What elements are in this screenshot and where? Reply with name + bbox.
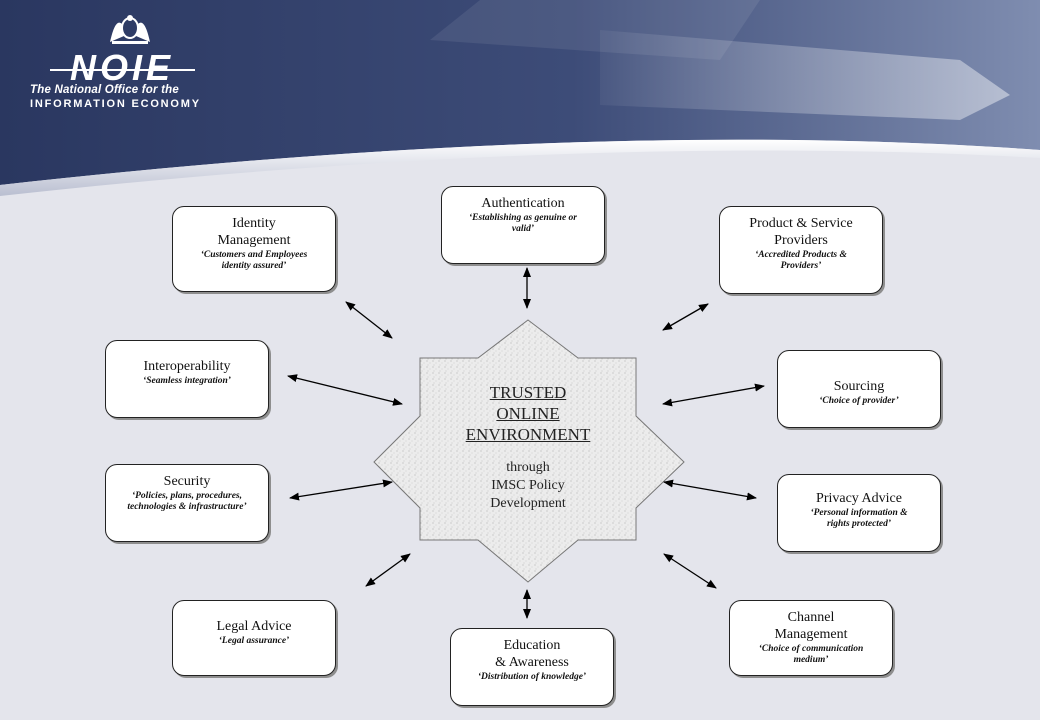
node-title: Product & Service Providers bbox=[749, 216, 853, 248]
connector-interoperability bbox=[287, 374, 403, 406]
center-title: TRUSTED ONLINE ENVIRONMENT bbox=[465, 383, 591, 444]
logo-rule bbox=[50, 69, 195, 71]
node-title: Security bbox=[163, 474, 211, 489]
node-description: ‘Seamless integration’ bbox=[143, 376, 231, 386]
node-title: Sourcing bbox=[833, 379, 885, 394]
center-label: TRUSTED ONLINE ENVIRONMENT through IMSC … bbox=[430, 382, 626, 513]
node-identity-management: Identity Management ‘Customers and Emplo… bbox=[172, 206, 336, 292]
node-description: ‘Policies, plans, procedures, technologi… bbox=[127, 491, 247, 512]
connector-sourcing bbox=[662, 383, 765, 407]
node-title: Authentication bbox=[481, 196, 565, 211]
node-title: Education & Awareness bbox=[495, 638, 569, 670]
node-title: Privacy Advice bbox=[816, 491, 902, 506]
node-description: ‘Customers and Employees identity assure… bbox=[200, 250, 308, 271]
agency-name-line1: The National Office for the bbox=[30, 84, 179, 96]
node-title: Legal Advice bbox=[216, 619, 292, 634]
connector-legal bbox=[365, 553, 411, 587]
coat-of-arms-icon bbox=[104, 14, 156, 46]
connector-identity bbox=[345, 301, 393, 339]
node-education-awareness: Education & Awareness ‘Distribution of k… bbox=[450, 628, 614, 706]
connector-product bbox=[662, 303, 709, 331]
node-channel-management: Channel Management ‘Choice of communicat… bbox=[729, 600, 893, 676]
node-authentication: Authentication ‘Establishing as genuine … bbox=[441, 186, 605, 264]
node-title: Channel Management bbox=[774, 610, 848, 642]
node-description: ‘Choice of communication medium’ bbox=[758, 644, 864, 665]
connector-privacy bbox=[663, 479, 757, 501]
node-interoperability: Interoperability ‘Seamless integration’ bbox=[105, 340, 269, 418]
node-privacy-advice: Privacy Advice ‘Personal information & r… bbox=[777, 474, 941, 552]
header-banner bbox=[0, 0, 1040, 196]
connector-security bbox=[289, 479, 393, 501]
connector-channel bbox=[663, 553, 717, 589]
node-legal-advice: Legal Advice ‘Legal assurance’ bbox=[172, 600, 336, 676]
node-security: Security ‘Policies, plans, procedures, t… bbox=[105, 464, 269, 542]
node-sourcing: Sourcing ‘Choice of provider’ bbox=[777, 350, 941, 428]
node-title: Interoperability bbox=[143, 359, 231, 374]
node-description: ‘Legal assurance’ bbox=[218, 636, 290, 646]
node-description: ‘Accredited Products & Providers’ bbox=[755, 250, 847, 271]
agency-name-line2: INFORMATION ECONOMY bbox=[30, 98, 201, 110]
node-product-service-providers: Product & Service Providers ‘Accredited … bbox=[719, 206, 883, 294]
node-description: ‘Personal information & rights protected… bbox=[810, 508, 908, 529]
node-description: ‘Distribution of knowledge’ bbox=[477, 672, 587, 682]
center-subtitle: through IMSC Policy Development bbox=[490, 460, 566, 511]
brand-logo: NOIE bbox=[70, 47, 175, 88]
node-description: ‘Establishing as genuine or valid’ bbox=[469, 213, 577, 234]
node-title: Identity Management bbox=[217, 216, 291, 248]
node-description: ‘Choice of provider’ bbox=[819, 396, 899, 406]
center-star bbox=[373, 319, 685, 583]
agency-name: The National Office for the INFORMATION … bbox=[30, 84, 201, 110]
